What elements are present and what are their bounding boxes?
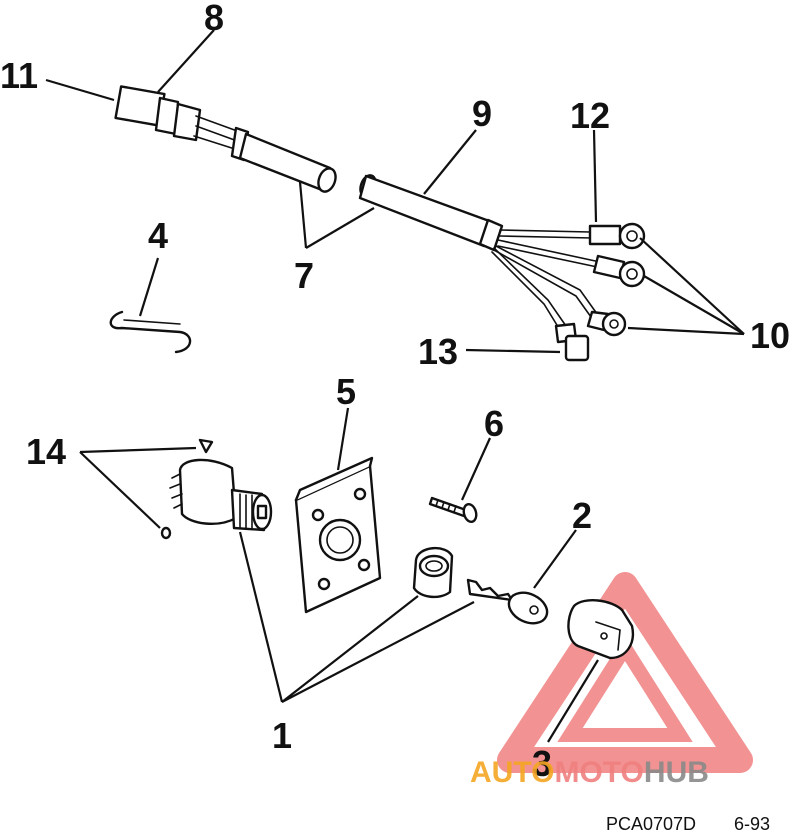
watermark [497,572,753,773]
callout-9: 9 [472,93,492,134]
callout-numbers: 8 11 9 12 4 7 10 13 5 6 14 2 1 3 [0,0,790,784]
callout-13: 13 [418,331,458,372]
callout-14: 14 [26,431,66,472]
watermark-text-hub: HUB [644,756,709,789]
callout-12: 12 [570,95,610,136]
callout-7: 7 [294,255,314,296]
leader-lines [45,29,745,743]
watermark-triangle-inner-icon [557,634,693,742]
watermark-text-auto: AUTO [470,756,554,789]
callout-6: 6 [484,403,504,444]
part-3-key-holder [567,599,635,660]
part-6-screw [428,496,478,524]
part-4-clip [109,310,192,354]
svg-text:AUTOMOTOHUB: AUTOMOTOHUB [470,756,709,789]
harness-cable-section [358,174,646,362]
footer-date: 6-93 [734,814,770,834]
callout-11: 11 [0,55,38,96]
callout-10: 10 [750,315,790,356]
harness-plug-section [114,85,337,193]
callout-5: 5 [336,371,356,412]
callout-1: 1 [272,715,292,756]
watermark-text-moto: MOTO [554,756,643,789]
callout-4: 4 [148,215,168,256]
watermark-triangle-icon [497,572,753,773]
callout-2: 2 [572,495,592,536]
footer-code: PCA0707D [606,814,696,834]
callout-8: 8 [204,0,224,38]
callout-3: 3 [532,743,552,784]
part-5-mounting-plate [294,456,382,614]
part-14-screws [160,438,214,540]
part-1-nut [412,547,454,599]
part-1-ignition-switch [169,458,273,532]
watermark-text: AUTOMOTOHUB [470,756,709,789]
part-2-key [466,578,549,625]
